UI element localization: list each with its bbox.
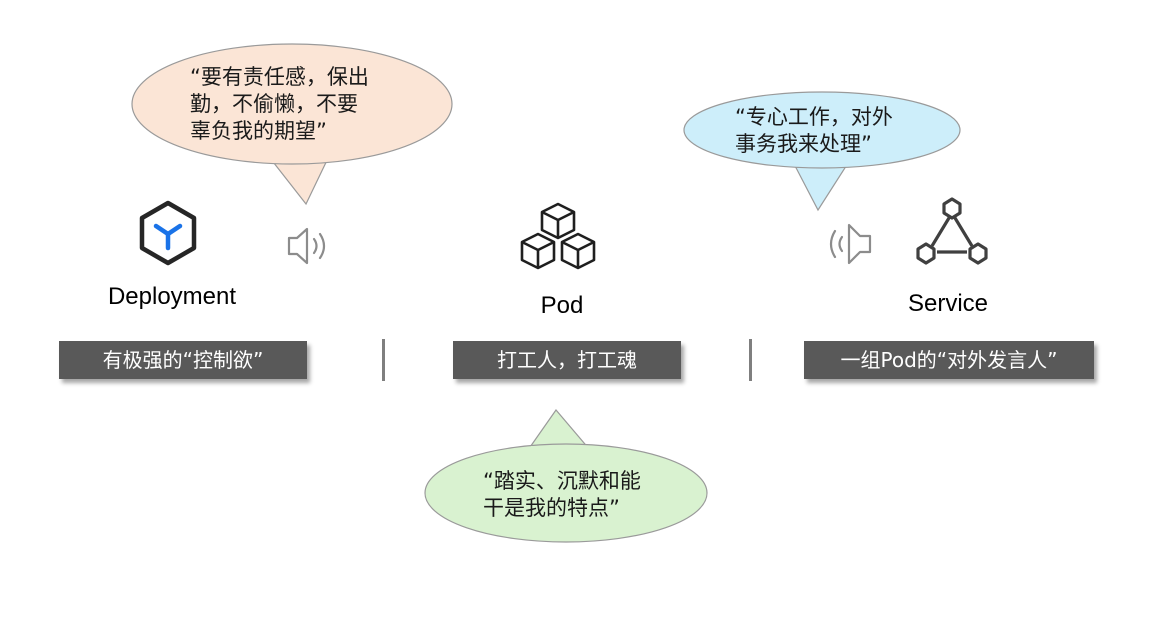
deployment-speech-bubble bbox=[131, 43, 453, 206]
service-label: Service bbox=[907, 290, 989, 317]
service-bubble-line-2: 事务我来处理” bbox=[735, 132, 872, 156]
deployment-bubble-line-1: “要有责任感，保出 bbox=[190, 65, 369, 89]
speaker-icon-service bbox=[829, 223, 872, 265]
service-bubble-text: “专心工作，对外 事务我来处理” bbox=[735, 104, 893, 158]
pod-label: Pod bbox=[540, 292, 584, 319]
service-speech-bubble bbox=[683, 91, 961, 212]
service-triangle-network-icon bbox=[916, 197, 988, 265]
speaker-icon-deployment bbox=[287, 227, 326, 265]
deployment-bubble-text: “要有责任感，保出 勤，不偷懒，不要 辜负我的期望” bbox=[190, 64, 369, 145]
divider-left bbox=[382, 339, 385, 381]
deployment-tag: 有极强的“控制欲” bbox=[59, 341, 307, 379]
service-tag: 一组Pod的“对外发言人” bbox=[804, 341, 1094, 379]
deployment-bubble-line-3: 辜负我的期望” bbox=[190, 119, 327, 143]
pod-bubble-text: “踏实、沉默和能 干是我的特点” bbox=[483, 468, 641, 522]
pod-cubes-icon bbox=[520, 202, 596, 270]
pod-bubble-line-2: 干是我的特点” bbox=[483, 496, 620, 520]
service-bubble-line-1: “专心工作，对外 bbox=[735, 105, 893, 129]
pod-tag: 打工人，打工魂 bbox=[453, 341, 681, 379]
divider-right bbox=[749, 339, 752, 381]
pod-bubble-line-1: “踏实、沉默和能 bbox=[483, 469, 641, 493]
deployment-label: Deployment bbox=[107, 283, 237, 310]
deployment-hexagon-icon bbox=[139, 200, 197, 266]
pod-speech-bubble bbox=[424, 409, 708, 543]
deployment-bubble-line-2: 勤，不偷懒，不要 bbox=[190, 92, 358, 116]
